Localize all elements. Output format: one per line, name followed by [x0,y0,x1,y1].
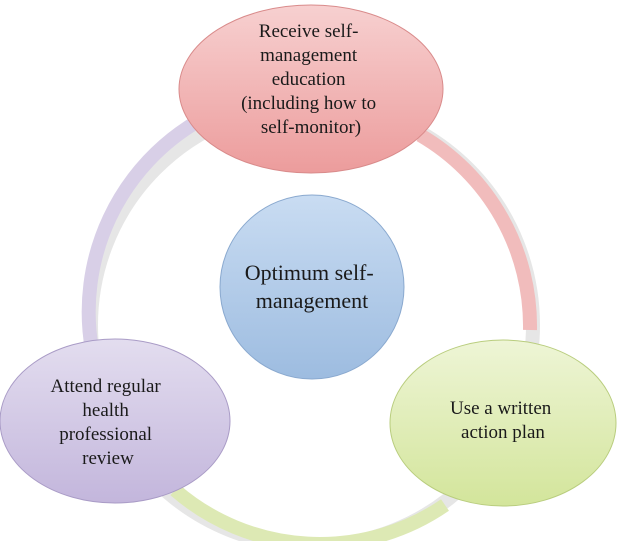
node-top-label-line: management [260,45,358,66]
ring-arc-left [81,113,204,352]
node-right-shape [389,339,617,507]
node-right-label: Use a written action plan [450,398,556,443]
center-node: Optimum self- management [219,194,405,380]
node-top-label: Receive self- management education (incl… [241,21,381,138]
node-left-label-line: Attend regular [50,376,161,397]
node-left-label: Attend regular health professional revie… [50,376,165,469]
node-left-shape [0,338,231,504]
center-label: Optimum self- management [245,260,379,313]
node-left-label-line: professional [59,424,152,445]
ring-arc-top-right [416,128,538,331]
center-label-line: Optimum self- [245,260,374,285]
center-label-line: management [256,288,368,313]
node-right-label-line: Use a written [450,398,552,419]
node-left-label-line: review [82,448,134,469]
node-top-shape [178,4,444,174]
ring-arc-bottom [170,484,449,541]
node-top-label-line: self-monitor) [261,117,361,138]
node-health-professional-review: Attend regular health professional revie… [0,338,231,504]
node-right-label-line: action plan [461,422,545,443]
node-written-action-plan: Use a written action plan [389,339,617,507]
center-circle [219,194,405,380]
node-left-label-line: health [82,400,129,421]
node-top-label-line: Receive self- [259,21,359,42]
node-top-label-line: (including how to [241,93,376,114]
node-top-label-line: education [272,69,346,90]
node-self-management-education: Receive self- management education (incl… [178,4,444,174]
